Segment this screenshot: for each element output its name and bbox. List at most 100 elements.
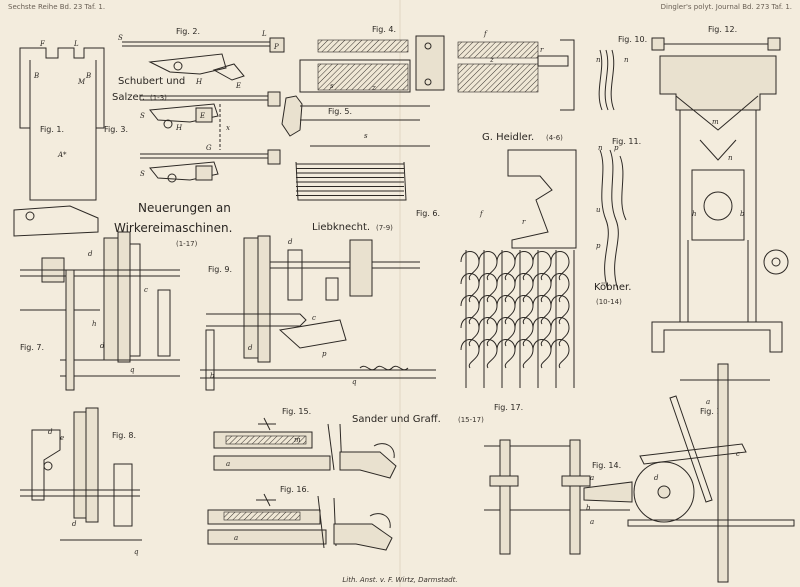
knit-loop <box>514 339 534 369</box>
svg-text:A*: A* <box>57 151 67 159</box>
fig-3-label: Fig. 3. <box>104 125 128 134</box>
svg-text:m: m <box>712 118 719 126</box>
author-kobner-range: (10-14) <box>596 298 622 306</box>
author-heidler-range: (4-6) <box>546 134 563 142</box>
svg-text:z: z <box>371 84 376 92</box>
knit-loop <box>550 339 570 369</box>
svg-text:n: n <box>598 144 603 152</box>
knit-loop <box>550 273 570 303</box>
svg-text:q: q <box>130 366 135 374</box>
svg-text:d: d <box>88 250 93 258</box>
svg-text:r: r <box>522 218 526 226</box>
svg-text:M: M <box>77 78 86 86</box>
knit-loop <box>496 339 516 369</box>
footer-imprint: Lith. Anst. v. F. Wirtz, Darmstadt. <box>342 576 457 584</box>
svg-text:a: a <box>590 474 594 482</box>
svg-text:n: n <box>624 56 629 64</box>
svg-text:c: c <box>312 314 316 322</box>
fig-8-label: Fig. 8. <box>112 431 136 440</box>
knit-loop <box>550 295 570 325</box>
title-range: (1-17) <box>176 240 198 248</box>
svg-text:e: e <box>60 434 64 442</box>
svg-text:E: E <box>199 112 205 120</box>
svg-text:d: d <box>48 428 53 436</box>
author-schubert: Schubert und <box>118 76 185 87</box>
fig-16-label: Fig. 16. <box>280 485 309 494</box>
fig-7-label: Fig. 7. <box>20 343 44 352</box>
svg-text:a: a <box>226 460 230 468</box>
svg-text:a: a <box>234 534 238 542</box>
svg-text:x: x <box>226 124 230 132</box>
figure-6: Fig. 6. f r <box>295 149 577 249</box>
knit-loop <box>550 251 570 281</box>
svg-text:d: d <box>100 342 105 350</box>
figure-2: Fig. 2. S L P E H <box>118 27 285 90</box>
figure-15: Fig. 15. a m <box>213 407 397 479</box>
svg-text:f: f <box>483 30 488 38</box>
figure-4: Fig. 4. f z r s z <box>299 25 575 111</box>
svg-text:B: B <box>33 72 39 80</box>
svg-text:s: s <box>330 82 334 90</box>
author-salzer: Salzer. <box>112 92 145 103</box>
figure-5: Fig. 5. s <box>281 95 430 147</box>
svg-text:S: S <box>140 112 145 120</box>
svg-text:z: z <box>489 56 494 64</box>
knit-loop <box>478 339 498 369</box>
author-liebknecht-range: (7-9) <box>376 224 393 232</box>
figure-14: Fig. 14. b a a <box>484 439 633 555</box>
fig-6-label: Fig. 6. <box>416 209 440 218</box>
svg-text:f: f <box>479 210 484 218</box>
svg-text:L: L <box>73 40 79 48</box>
figure-10: Fig. 10. n n <box>596 35 647 111</box>
svg-text:c: c <box>736 450 740 458</box>
fig-15-label: Fig. 15. <box>282 407 311 416</box>
svg-text:b: b <box>210 372 215 380</box>
fig-9-label: Fig. 9. <box>208 265 232 274</box>
svg-text:n: n <box>728 154 733 162</box>
title-line-1: Neuerungen an <box>138 201 231 215</box>
svg-text:S: S <box>118 34 123 42</box>
figure-11: Fig. 11. n p u p <box>596 137 641 291</box>
author-kobner: Köbner. <box>594 282 631 293</box>
author-sander: Sander und Graff. <box>352 414 441 425</box>
svg-text:F: F <box>39 40 46 48</box>
svg-text:n: n <box>596 56 601 64</box>
fig-5-label: Fig. 5. <box>328 107 352 116</box>
svg-text:d: d <box>288 238 293 246</box>
svg-text:a: a <box>706 398 710 406</box>
figure-17: Fig. 17. <box>460 250 575 412</box>
fig-13-label: Fig. 13. <box>700 407 729 416</box>
svg-text:H: H <box>195 78 203 86</box>
svg-text:m: m <box>294 436 301 444</box>
figure-13: Fig. 13. a d c <box>627 363 795 583</box>
fig-17-label: Fig. 17. <box>494 403 523 412</box>
svg-text:d: d <box>248 344 253 352</box>
header-right: Dingler's polyt. Journal Bd. 273 Taf. 1. <box>661 3 792 11</box>
fig-11-label: Fig. 11. <box>612 137 641 146</box>
svg-text:G: G <box>206 144 212 152</box>
author-schubert-range: (1-3) <box>150 94 167 102</box>
svg-text:u: u <box>596 206 601 214</box>
figure-12: Fig. 12. h b n m <box>651 25 789 353</box>
svg-text:d: d <box>654 474 659 482</box>
title-line-2: Wirkereimaschinen. <box>114 221 232 235</box>
fig-14-label: Fig. 14. <box>592 461 621 470</box>
svg-text:c: c <box>144 286 148 294</box>
svg-text:p: p <box>596 242 601 250</box>
svg-text:E: E <box>235 82 241 90</box>
fig-12-label: Fig. 12. <box>708 25 737 34</box>
knit-loop <box>550 317 570 347</box>
svg-text:p: p <box>322 350 327 358</box>
svg-text:B: B <box>85 72 91 80</box>
fig-10-label: Fig. 10. <box>618 35 647 44</box>
knit-loop <box>460 339 480 369</box>
figure-9: Fig. 9. d d c p q b <box>200 235 436 391</box>
svg-text:p: p <box>614 144 619 152</box>
fig-4-label: Fig. 4. <box>372 25 396 34</box>
fig-2-label: Fig. 2. <box>176 27 200 36</box>
svg-text:h: h <box>692 210 697 218</box>
svg-text:h: h <box>92 320 97 328</box>
figure-3: Fig. 3. S S E H G x <box>104 91 281 183</box>
svg-text:q: q <box>134 548 139 556</box>
